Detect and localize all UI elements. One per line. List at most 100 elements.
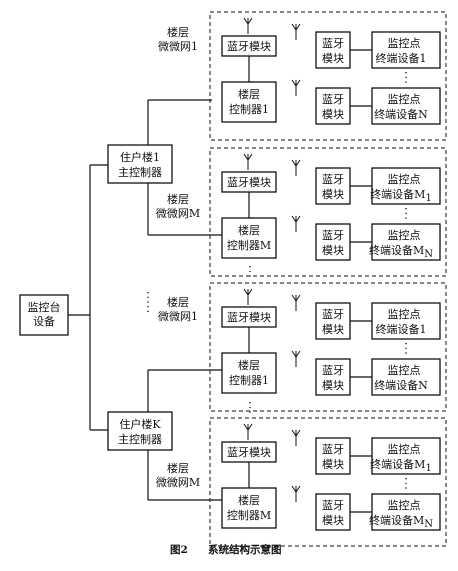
floor-controller-line1: 楼层: [238, 493, 260, 507]
building-1-controller-box: [107, 144, 173, 184]
terminal-bluetooth-line2: 模块: [322, 379, 344, 392]
antenna-icon: [243, 423, 253, 440]
figure-caption-text: 系统结构示意图: [208, 543, 282, 556]
terminal-device-line2: 终端设备N: [374, 107, 428, 121]
piconet-label-line2: 微微网1: [158, 309, 198, 323]
piconet-label-line1: 楼层: [167, 295, 189, 309]
terminal-bluetooth-line1: 蓝牙: [322, 443, 344, 456]
piconet-label-line1: 楼层: [167, 25, 189, 39]
bluetooth-module-label: 蓝牙模块: [227, 311, 271, 324]
terminal-device-line1: 监控点: [388, 498, 421, 512]
terminal-bluetooth-line1: 蓝牙: [322, 93, 344, 106]
floor-controller-line1: 楼层: [238, 223, 260, 237]
building-k-controller-line2: 主控制器: [118, 432, 162, 446]
terminal-device-box-bottom: [371, 358, 441, 396]
terminal-bluetooth-line2: 模块: [322, 514, 344, 527]
building-1-controller-line1: 住户楼1: [120, 150, 160, 164]
terminal-bluetooth-line2: 模块: [322, 323, 344, 336]
floor-controller-line1: 楼层: [238, 87, 260, 101]
antenna-icon: [291, 294, 301, 311]
terminal-bluetooth-box: [315, 302, 351, 340]
root-console-box: [19, 294, 69, 336]
antenna-icon: [291, 215, 301, 232]
terminal-device-line1: 监控点: [388, 228, 421, 242]
terminal-bluetooth-line1: 蓝牙: [322, 37, 344, 50]
terminal-device-line2: 终端设备MN: [369, 243, 433, 260]
terminal-bluetooth-line2: 模块: [322, 108, 344, 121]
terminal-device-line2: 终端设备1: [376, 51, 427, 65]
piconet-group: 楼层微微网M蓝牙模块楼层控制器M蓝牙模块监控点终端设备M1蓝牙模块监控点终端设备…: [156, 147, 447, 277]
antenna-icon: [291, 79, 301, 96]
terminal-bluetooth-box: [315, 493, 351, 531]
piconet-label-line1: 楼层: [167, 461, 189, 475]
figure-caption-number: 图2: [170, 544, 188, 556]
terminal-bluetooth-box: [315, 437, 351, 475]
terminal-device-box-bottom: [371, 223, 441, 261]
floor-controller-line2: 控制器1: [229, 373, 269, 387]
terminal-device-line2: 终端设备M1: [370, 187, 432, 204]
terminal-device-box-bottom: [371, 493, 441, 531]
terminal-bluetooth-line2: 模块: [322, 244, 344, 257]
floor-controller-box: [221, 81, 277, 123]
building-k-controller-line1: 住户楼K: [119, 417, 161, 431]
terminal-bluetooth-line1: 蓝牙: [322, 229, 344, 242]
piconet-label-line2: 微微网M: [156, 475, 200, 489]
terminal-bluetooth-line2: 模块: [322, 52, 344, 65]
terminal-device-subscript: N: [424, 519, 433, 530]
terminal-bluetooth-line1: 蓝牙: [322, 173, 344, 186]
antenna-icon: [243, 153, 253, 170]
piconet-label-line2: 微微网M: [156, 206, 200, 220]
terminal-device-line2: 终端设备MN: [369, 513, 433, 530]
terminal-bluetooth-line2: 模块: [322, 458, 344, 471]
piconet-label-line2: 微微网1: [158, 39, 198, 53]
antenna-icon: [291, 429, 301, 446]
bluetooth-module-label: 蓝牙模块: [227, 40, 271, 53]
terminal-bluetooth-line2: 模块: [322, 188, 344, 201]
floor-controller-line2: 控制器1: [229, 102, 269, 116]
building-1-controller-line2: 主控制器: [118, 165, 162, 179]
terminal-bluetooth-line1: 蓝牙: [322, 308, 344, 321]
terminal-device-line2: 终端设备1: [376, 322, 427, 336]
root-console-label-line1: 监控台: [28, 300, 61, 314]
terminal-device-line2: 终端设备N: [374, 378, 428, 392]
root-console-label-line2: 设备: [33, 314, 55, 328]
antenna-icon: [291, 159, 301, 176]
bluetooth-module-label: 蓝牙模块: [227, 176, 271, 189]
floor-controller-box: [221, 487, 277, 529]
floor-controller-line2: 控制器M: [227, 238, 271, 252]
floor-controller-box: [221, 217, 277, 259]
terminal-bluetooth-line1: 蓝牙: [322, 499, 344, 512]
terminal-bluetooth-box: [315, 87, 351, 125]
antenna-icon: [243, 17, 253, 34]
terminal-device-box-top: [371, 167, 441, 205]
floor-controller-line2: 控制器M: [227, 508, 271, 522]
terminal-device-line2: 终端设备M1: [370, 457, 432, 474]
terminal-device-subscript: 1: [425, 463, 431, 474]
building-k-controller-box: [107, 411, 173, 451]
terminal-device-line1: 监控点: [388, 92, 421, 106]
terminal-device-box-top: [371, 302, 441, 340]
terminal-bluetooth-line1: 蓝牙: [322, 364, 344, 377]
antenna-icon: [243, 288, 253, 305]
terminal-device-subscript: 1: [425, 193, 431, 204]
floor-controller-line1: 楼层: [238, 358, 260, 372]
terminal-device-subscript: N: [424, 249, 433, 260]
terminal-device-line1: 监控点: [388, 36, 421, 50]
antenna-icon: [291, 350, 301, 367]
terminal-bluetooth-box: [315, 31, 351, 69]
antenna-icon: [291, 23, 301, 40]
floor-controller-box: [221, 352, 277, 394]
terminal-device-box-top: [371, 437, 441, 475]
antenna-icon: [291, 485, 301, 502]
terminal-device-line1: 监控点: [388, 363, 421, 377]
piconet-label-line1: 楼层: [167, 192, 189, 206]
terminal-device-box-bottom: [371, 87, 441, 125]
terminal-device-line1: 监控点: [388, 172, 421, 186]
bluetooth-module-label: 蓝牙模块: [227, 446, 271, 459]
terminal-device-box-top: [371, 31, 441, 69]
